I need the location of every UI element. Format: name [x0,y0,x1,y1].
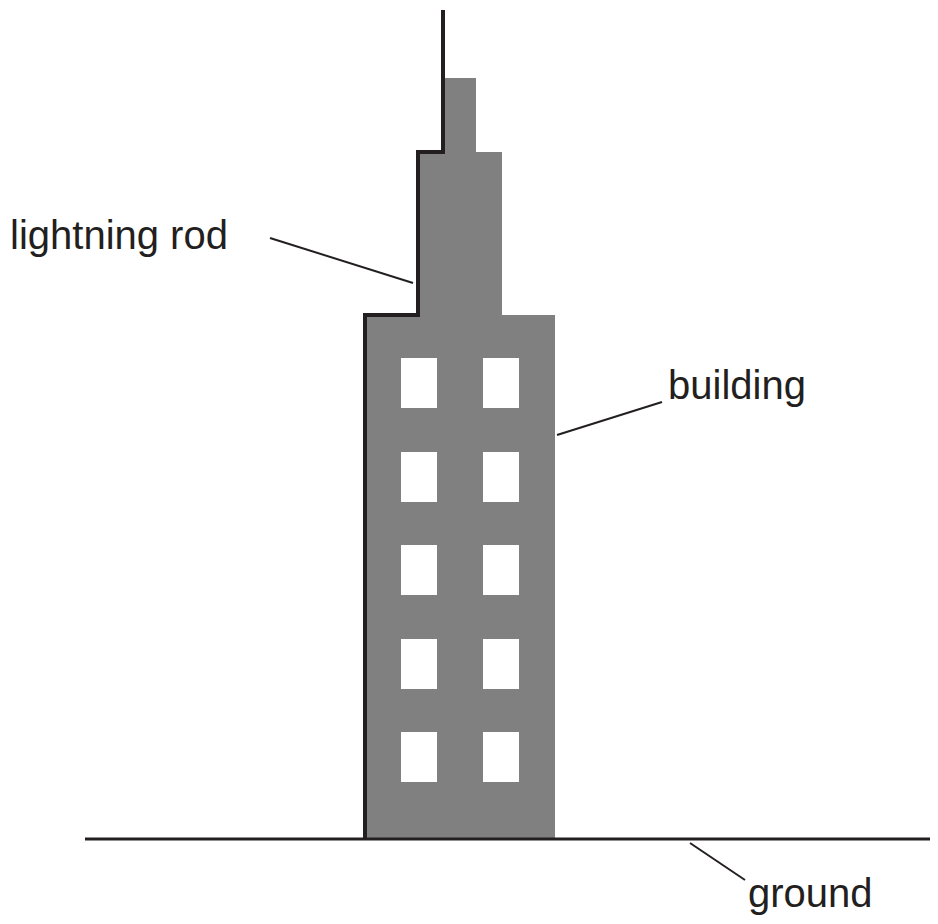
part-label: ground [748,870,873,916]
lightning-rod [365,10,443,838]
part-label: building [668,362,806,408]
leader-lines [270,238,745,880]
ground-line [85,838,930,841]
part-label: lightning rod [10,212,228,258]
building [363,78,555,838]
windows [401,358,519,782]
